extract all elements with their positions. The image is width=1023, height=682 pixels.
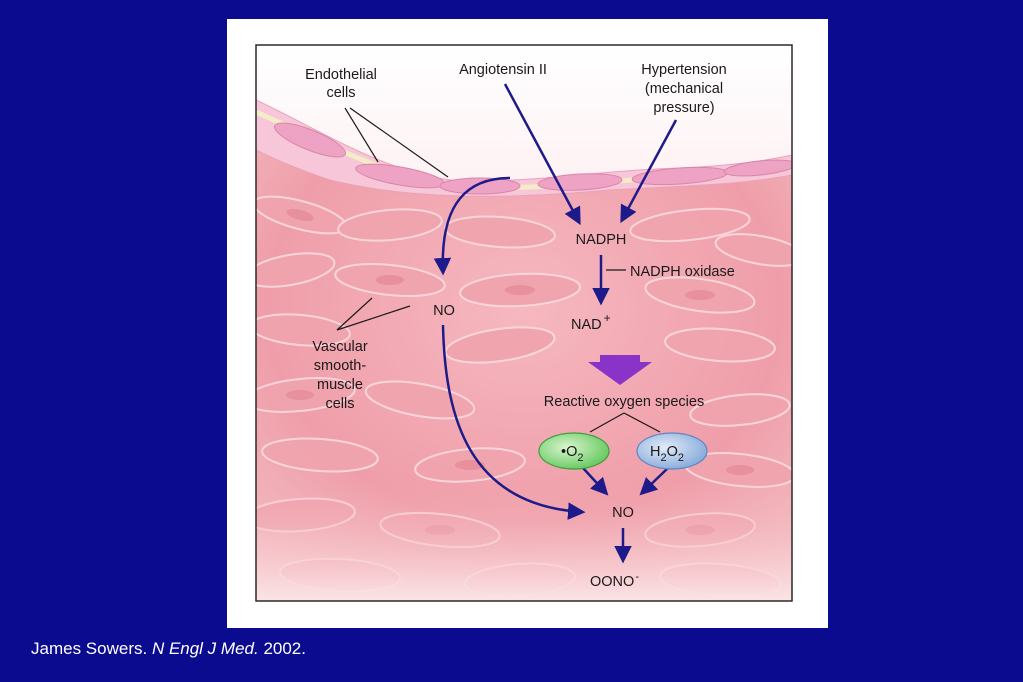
- nad-text: NAD: [571, 317, 602, 333]
- figure-frame: [255, 44, 793, 602]
- tissue-illustration: [256, 45, 792, 601]
- no-to-no-arrow: [441, 324, 586, 520]
- endothelial-label-2: cells: [326, 85, 355, 101]
- hypertension-label-1: Hypertension: [641, 62, 726, 78]
- oono-text: OONO: [590, 574, 634, 590]
- nadph-label: NADPH: [576, 232, 627, 248]
- citation-year: 2002.: [263, 639, 306, 658]
- o2-to-no-arrow: [582, 467, 609, 496]
- vascular-label-4: cells: [325, 396, 354, 412]
- h2o2-sub1: 2: [660, 452, 666, 464]
- ros-label: Reactive oxygen species: [544, 394, 704, 410]
- no-bottom-label: NO: [612, 505, 634, 521]
- angiotensin-label: Angiotensin II: [459, 62, 547, 78]
- o2-sub: 2: [577, 452, 583, 464]
- citation-journal: N Engl J Med.: [151, 639, 259, 658]
- h2o2-sub2: 2: [678, 452, 684, 464]
- oono-label: OONO-: [590, 571, 639, 590]
- hydrogen-peroxide-ellipse: [636, 432, 708, 470]
- h2o2-to-no-arrow: [639, 467, 669, 496]
- h2o2-o: O: [667, 444, 678, 460]
- hypertension-arrow: [620, 119, 678, 224]
- pathway-arrows: [433, 83, 678, 564]
- h2o2-h: H: [650, 444, 660, 460]
- vascular-label-3: muscle: [317, 377, 363, 393]
- hypertension-label-2: (mechanical: [645, 81, 723, 97]
- endothelial-to-no-arrow: [433, 176, 511, 276]
- o2-text: •O: [561, 444, 577, 460]
- endothelial-label-1: Endothelial: [305, 67, 377, 83]
- nad-plus-label: NAD+: [571, 311, 611, 333]
- vascular-label-2: smooth-: [314, 358, 367, 374]
- citation: James Sowers. N Engl J Med. 2002.: [31, 639, 306, 659]
- superoxide-ellipse: [538, 432, 610, 470]
- h2o2-label: H2O2: [650, 444, 684, 464]
- oono-sup: -: [635, 571, 639, 583]
- o2-radical-label: •O2: [561, 444, 583, 464]
- angiotensin-arrow: [503, 83, 581, 226]
- vascular-label-1: Vascular: [312, 339, 368, 355]
- citation-author: James Sowers.: [31, 639, 148, 658]
- no-left-label: NO: [433, 303, 455, 319]
- nadph-oxidase-label: NADPH oxidase: [630, 264, 735, 280]
- hypertension-label-3: pressure): [653, 100, 714, 116]
- big-down-arrow: [588, 355, 652, 385]
- leader-lines: [336, 107, 661, 433]
- nad-sup: +: [604, 311, 611, 325]
